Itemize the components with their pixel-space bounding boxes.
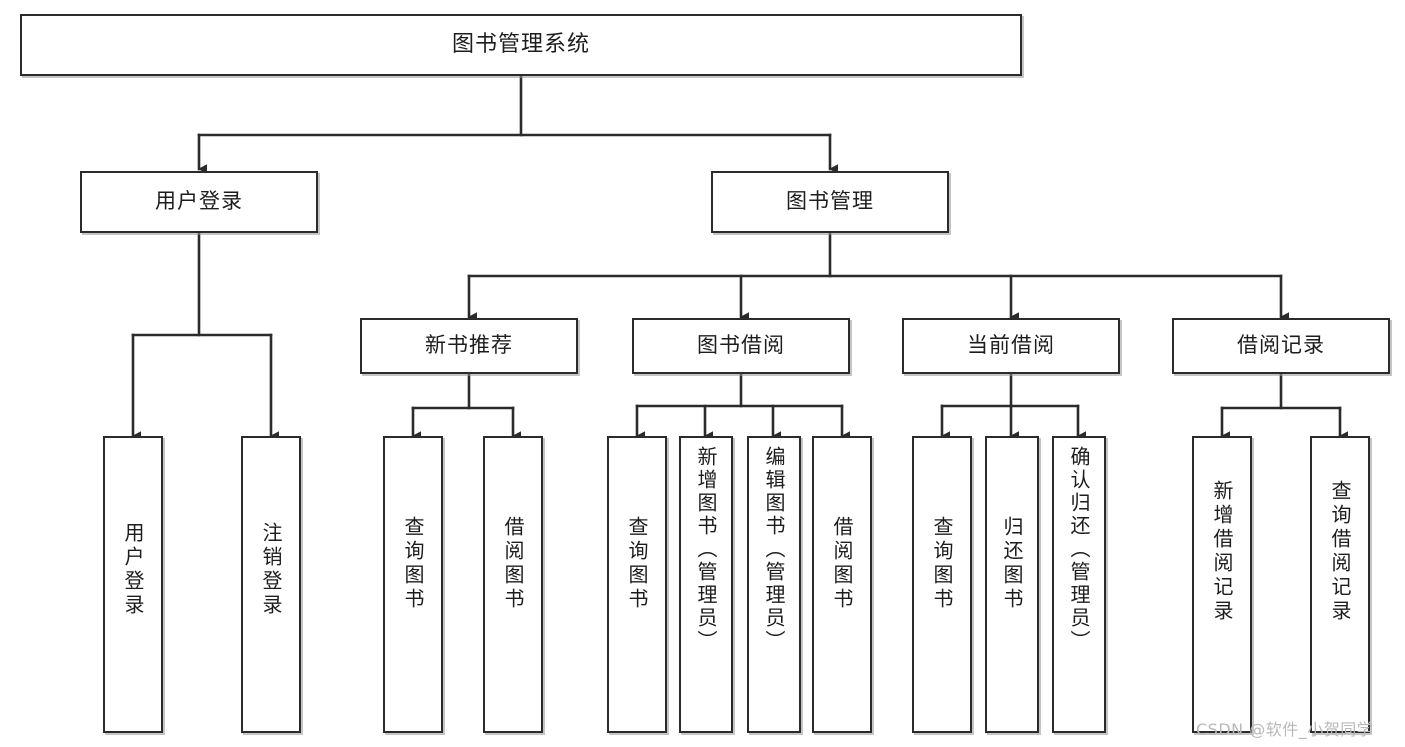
node-label: 归还图书 <box>1000 516 1024 612</box>
node-leaf-logout-login[interactable]: 注销登录 <box>241 436 301 733</box>
node-book-borrow[interactable]: 图书借阅 <box>632 318 850 374</box>
node-label: 编辑图书（管理员） <box>762 446 786 653</box>
node-label: 借阅图书 <box>501 516 525 612</box>
node-label: 确认归还（管理员） <box>1067 446 1091 653</box>
csdn-watermark: CSDN @软件_小贺同学 <box>1196 720 1374 739</box>
node-label: 图书借阅 <box>697 333 785 358</box>
node-label: 借阅图书 <box>830 516 854 612</box>
node-label: 借阅记录 <box>1237 333 1325 358</box>
node-label: 当前借阅 <box>967 333 1055 358</box>
node-leaf-user-login[interactable]: 用户登录 <box>103 436 163 733</box>
node-book-manage[interactable]: 图书管理 <box>711 171 949 233</box>
node-label: 查询借阅记录 <box>1328 480 1352 624</box>
node-leaf-edit-book[interactable]: 编辑图书（管理员） <box>747 436 801 733</box>
node-label: 查询图书 <box>930 516 954 612</box>
node-label: 注销登录 <box>259 522 283 618</box>
node-leaf-return-book[interactable]: 归还图书 <box>985 436 1039 733</box>
node-leaf-confirm-return[interactable]: 确认归还（管理员） <box>1052 436 1106 733</box>
node-leaf-query-borrow-record[interactable]: 查询借阅记录 <box>1310 436 1370 733</box>
node-label: 新增借阅记录 <box>1210 480 1234 624</box>
node-leaf-query-book-borrow[interactable]: 查询图书 <box>607 436 667 733</box>
node-current-borrow[interactable]: 当前借阅 <box>902 318 1120 374</box>
node-new-book-recommend[interactable]: 新书推荐 <box>360 318 578 374</box>
node-label: 查询图书 <box>625 516 649 612</box>
node-leaf-add-book[interactable]: 新增图书（管理员） <box>679 436 733 733</box>
node-label: 图书管理 <box>786 189 874 214</box>
node-leaf-add-borrow-record[interactable]: 新增借阅记录 <box>1192 436 1252 733</box>
node-label: 新增图书（管理员） <box>694 446 718 653</box>
node-label: 查询图书 <box>401 516 425 612</box>
node-leaf-query-book-current[interactable]: 查询图书 <box>912 436 972 733</box>
node-label: 用户登录 <box>121 522 145 618</box>
node-book-management-system[interactable]: 图书管理系统 <box>20 14 1022 76</box>
node-user-login[interactable]: 用户登录 <box>80 171 318 233</box>
node-leaf-borrow-book[interactable]: 借阅图书 <box>812 436 872 733</box>
node-leaf-borrow-book-recommend[interactable]: 借阅图书 <box>483 436 543 733</box>
node-label: 新书推荐 <box>425 333 513 358</box>
node-leaf-query-book-recommend[interactable]: 查询图书 <box>383 436 443 733</box>
node-label: 图书管理系统 <box>451 31 590 57</box>
node-label: 用户登录 <box>155 189 243 214</box>
node-borrow-record[interactable]: 借阅记录 <box>1172 318 1390 374</box>
